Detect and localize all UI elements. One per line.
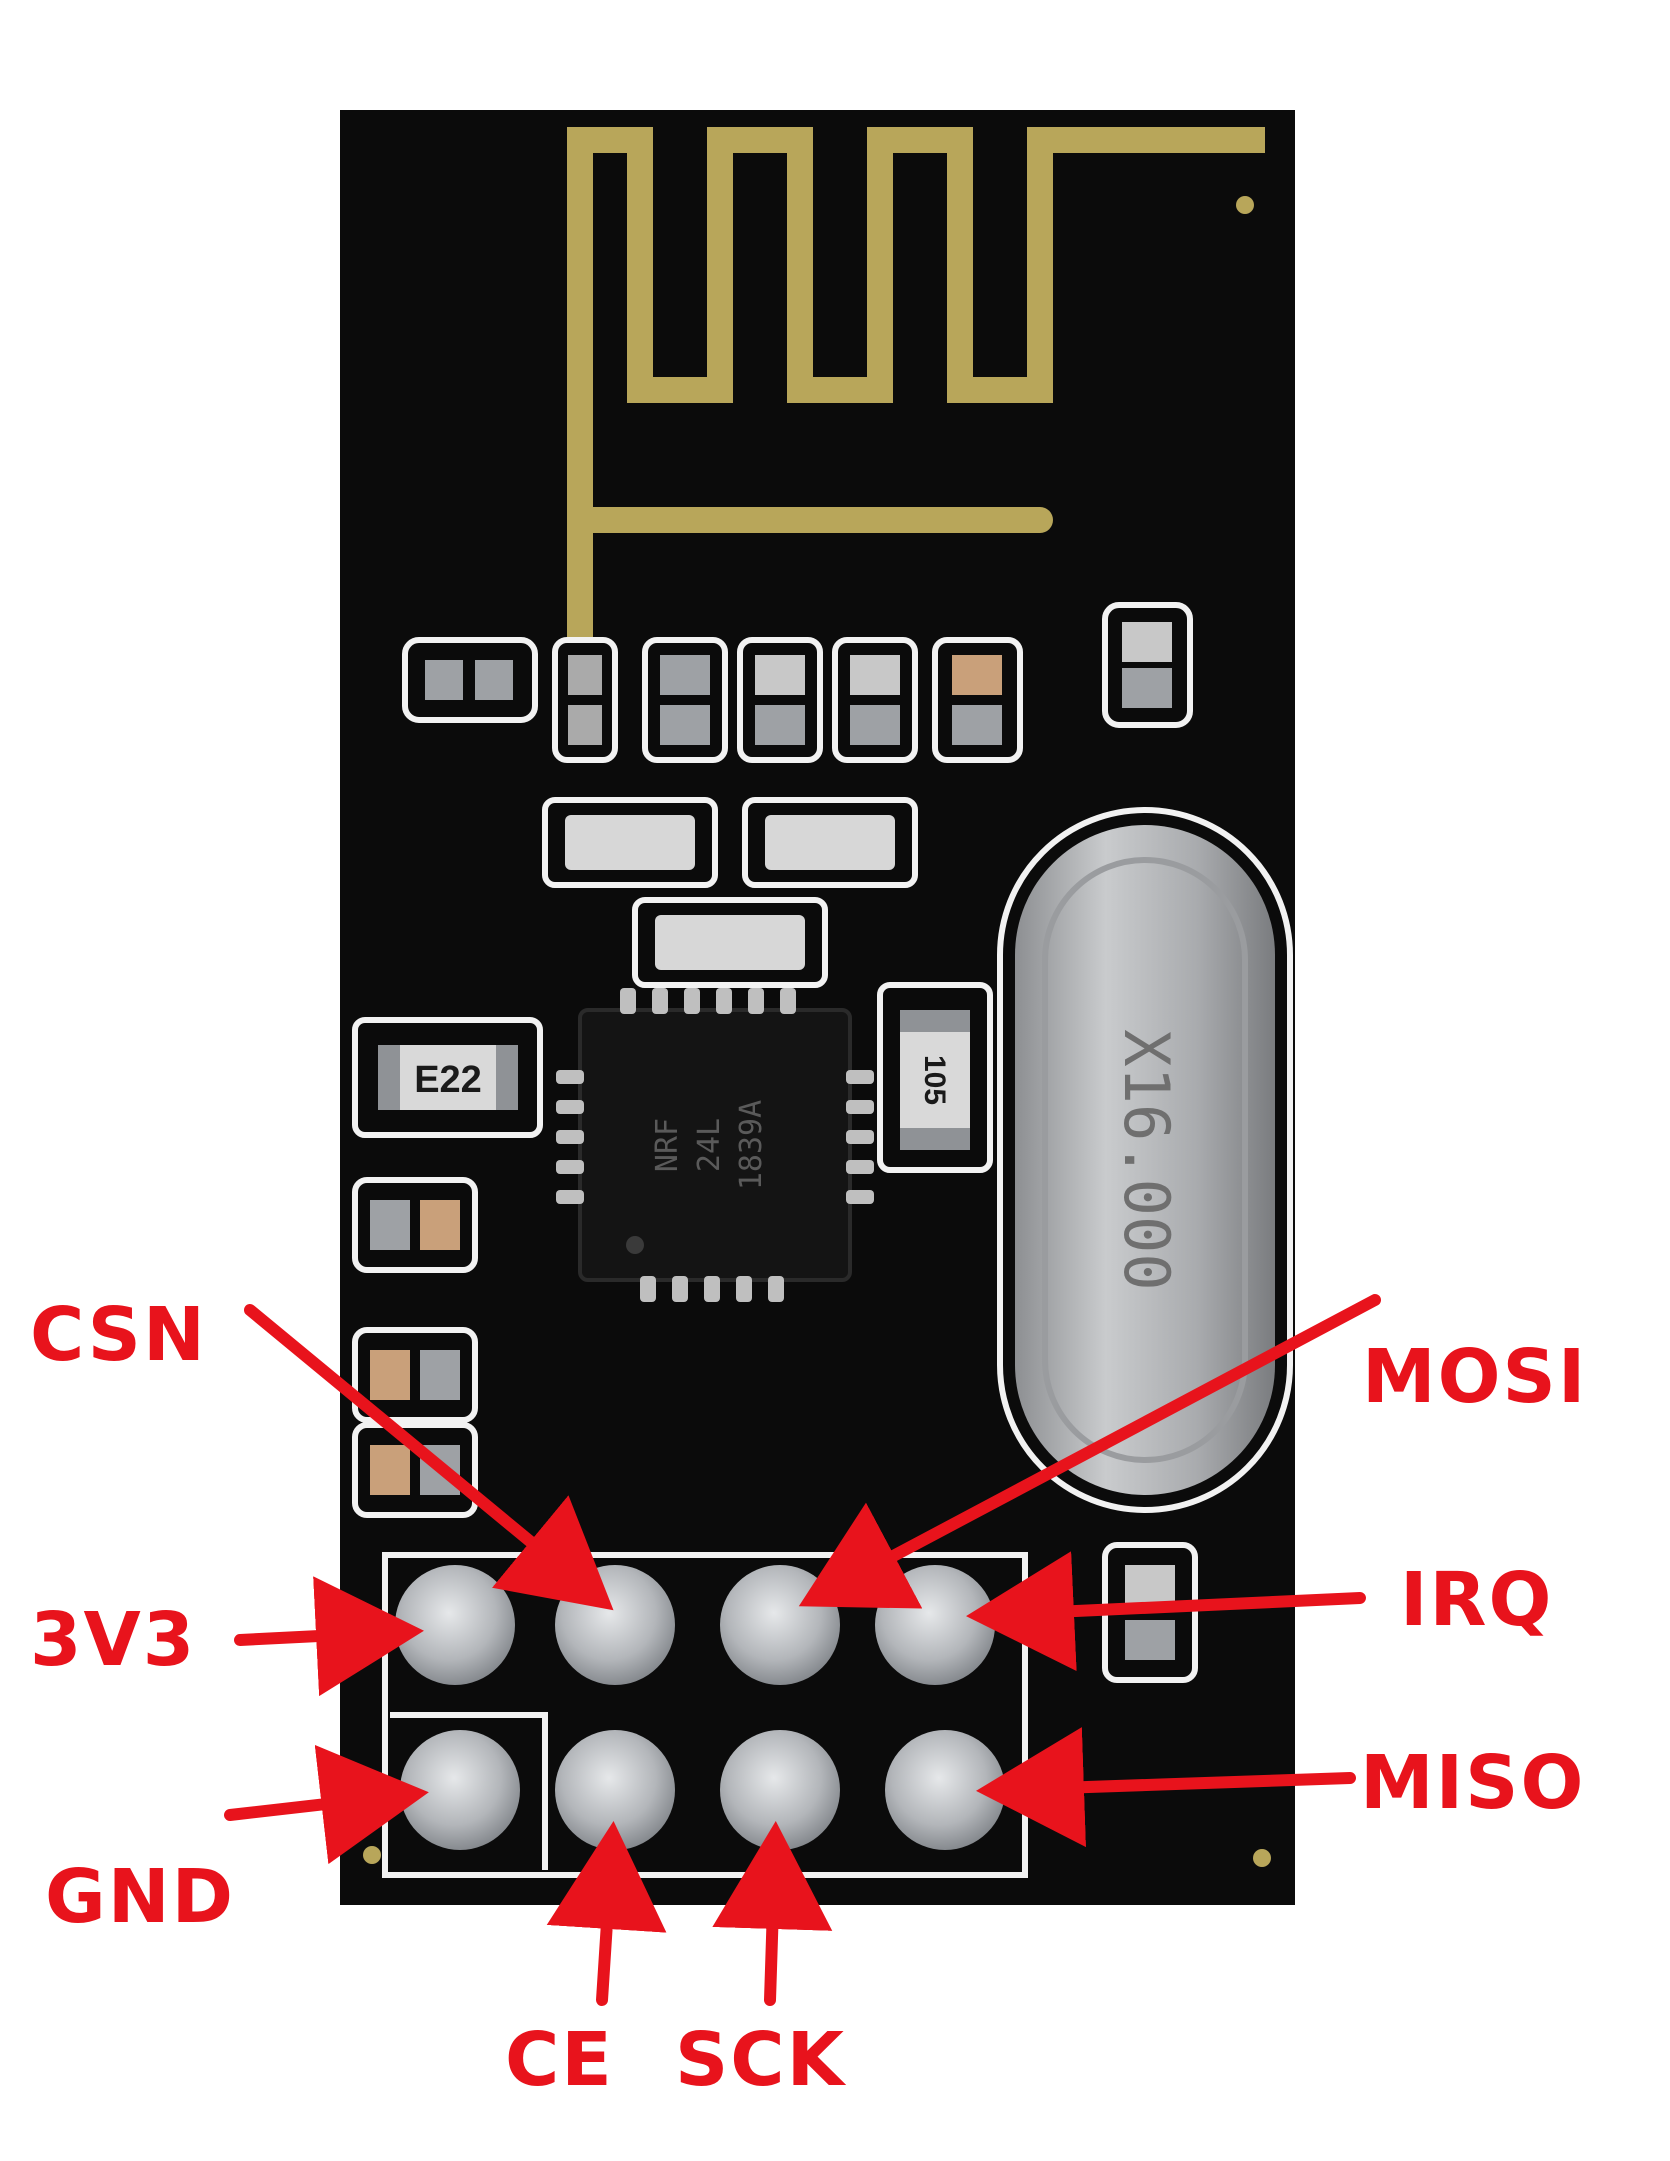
pin-arrows (224, 1294, 1381, 2006)
antenna-trace (567, 127, 1265, 640)
arrow-irq (966, 1551, 1366, 1672)
resistor-e22-label: E22 (414, 1059, 482, 1101)
mount-dot (363, 1846, 381, 1864)
label-sck: SCK (675, 2017, 847, 2103)
arrow-sck (712, 1821, 833, 2006)
label-csn: CSN (30, 1292, 207, 1378)
label-ce: CE (505, 2017, 614, 2103)
pin-sck (720, 1730, 840, 1850)
pin-header-outline (382, 1552, 1028, 1878)
nrf-chip: NRF 24L 1839A (556, 988, 874, 1302)
chip-line-2: 24L (692, 1118, 727, 1172)
mount-dot (1253, 1849, 1271, 1867)
arrow-gnd (224, 1744, 429, 1865)
pin-mosi (720, 1565, 840, 1685)
label-gnd: GND (45, 1854, 235, 1940)
left-caps (352, 1177, 478, 1518)
header-pins (395, 1565, 1005, 1850)
pin-gnd (400, 1730, 520, 1850)
resistor-105-label: 105 (918, 1055, 951, 1105)
chip-line-1: NRF (650, 1118, 685, 1172)
pin-miso (885, 1730, 1005, 1850)
pin-irq (875, 1565, 995, 1685)
label-irq: IRQ (1400, 1557, 1553, 1643)
capacitors (542, 797, 918, 988)
resistor-e22: E22 (352, 1017, 543, 1138)
arrow-mosi (798, 1294, 1381, 1609)
resistor-105: 105 (877, 982, 993, 1173)
mount-dot (1236, 196, 1254, 214)
label-miso: MISO (1360, 1740, 1585, 1826)
chip-line-3: 1839A (734, 1100, 769, 1190)
smd-row (402, 602, 1193, 763)
arrow-miso (976, 1727, 1356, 1848)
crystal-oscillator: X16.000 (997, 807, 1293, 1513)
pin-ce (555, 1730, 675, 1850)
label-3v3: 3V3 (30, 1597, 196, 1683)
pin-3v3 (395, 1565, 515, 1685)
arrow-ce (546, 1821, 667, 2006)
arrow-csn (244, 1304, 614, 1611)
crystal-label: X16.000 (1110, 1029, 1183, 1290)
arrow-3v3 (234, 1576, 424, 1697)
label-mosi: MOSI (1362, 1334, 1587, 1420)
